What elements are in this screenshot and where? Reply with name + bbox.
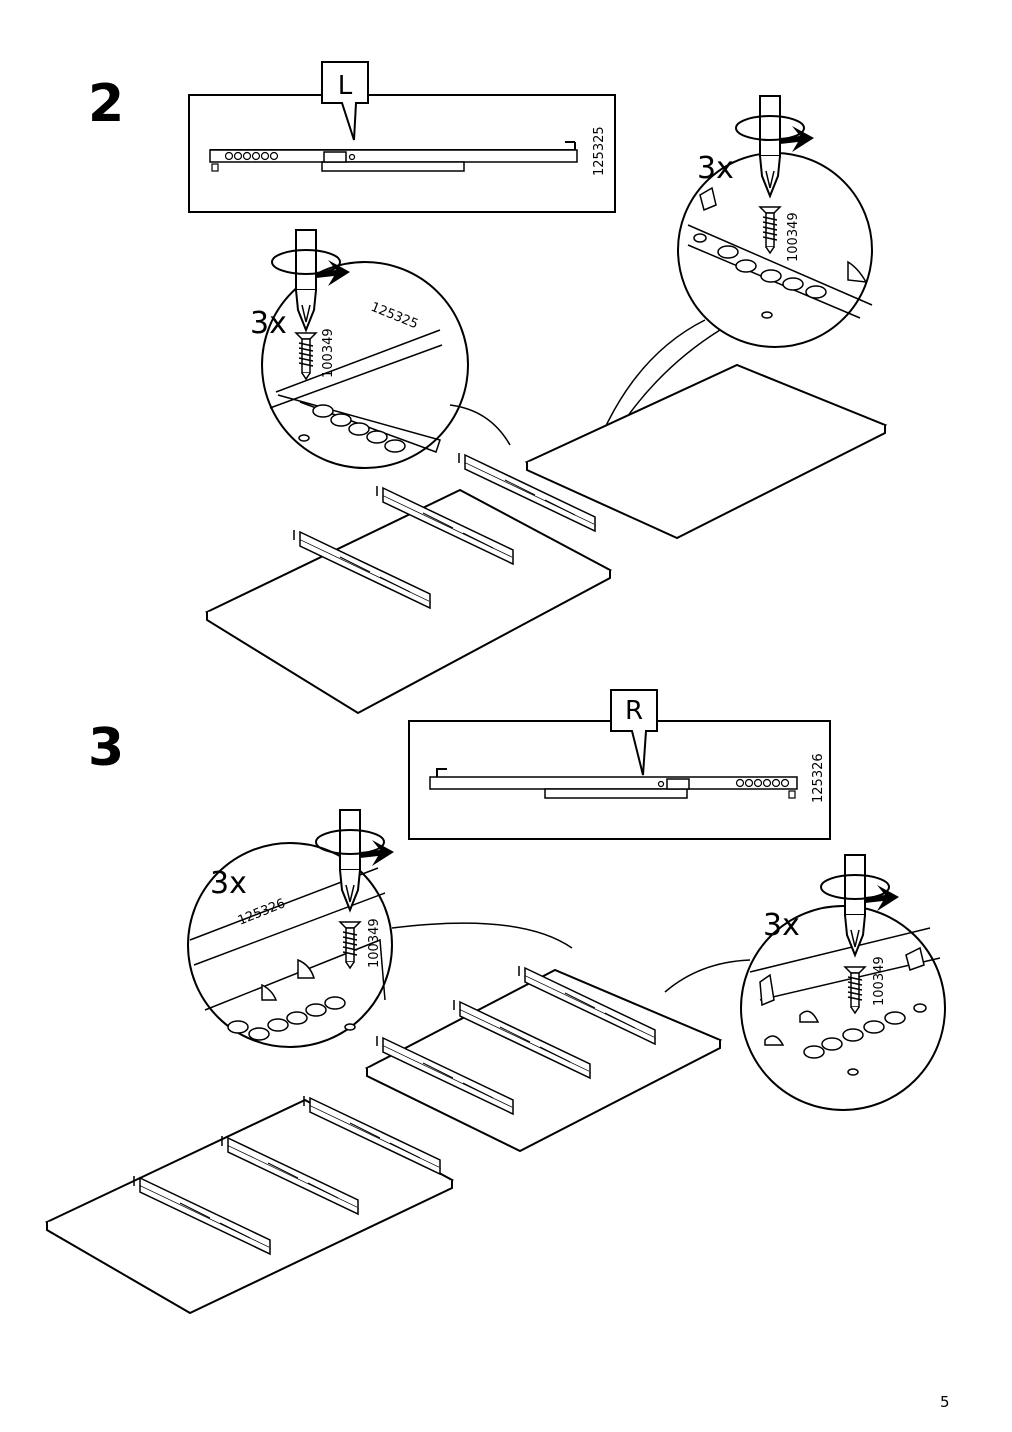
- screw-part-number: 100349: [872, 956, 887, 1006]
- page-number: 5: [940, 1393, 950, 1411]
- step-number-3: 3: [88, 718, 125, 778]
- screw-part-number: 100349: [367, 918, 382, 968]
- drawer-bottom-board-assembled: [44, 1095, 455, 1315]
- rail-side-label: R: [625, 696, 643, 726]
- quantity-label: 3x: [210, 866, 247, 901]
- drawer-bottom-board: [204, 452, 613, 715]
- rail-side-callout: [610, 689, 658, 776]
- detail-circle-right-step3: 100349: [664, 905, 946, 1111]
- rail-part-number: 125325: [592, 126, 607, 176]
- quantity-label: 3x: [697, 151, 734, 186]
- rail-detail-box-left: L 125325: [188, 61, 616, 213]
- rail-detail-box-right: R 125326: [408, 689, 831, 840]
- step-number-2: 2: [88, 74, 125, 134]
- drawer-bottom-board-second: [524, 363, 888, 540]
- rail-side-callout: [321, 61, 369, 141]
- drawer-bottom-board-step3: [364, 965, 723, 1153]
- rail-part-number: 125326: [811, 753, 826, 803]
- rail-side-label: L: [338, 71, 353, 101]
- quantity-label: 3x: [763, 908, 800, 943]
- detail-circle-right-step2: 100349: [587, 152, 873, 471]
- screw-part-number: 100349: [786, 212, 801, 262]
- screw-part-number: 100349: [321, 328, 336, 378]
- quantity-label: 3x: [250, 306, 287, 341]
- detail-circle-left-step3: 100349 125326: [187, 842, 573, 1048]
